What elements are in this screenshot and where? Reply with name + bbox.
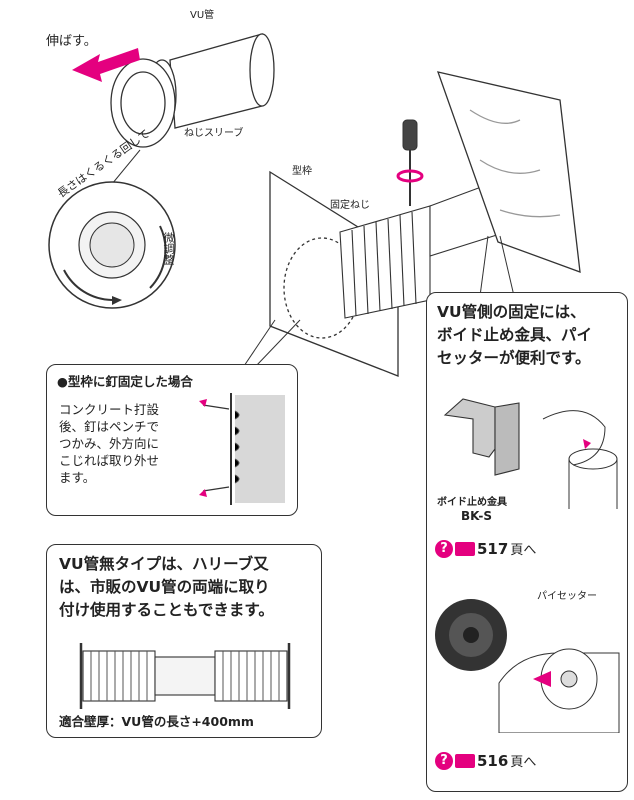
ref2-suffix: 頁へ xyxy=(510,755,537,770)
dial-text-right: 微調整 xyxy=(162,232,175,265)
nail-fix-text: コンクリート打設 後、釘はペンチで つかみ、外方向に こじれば取り外せ ます。 xyxy=(59,402,160,485)
wall-thickness-text: 適合壁厚：VU管の長さ+400mm xyxy=(59,714,254,729)
ref1-page: 517 xyxy=(477,539,509,558)
no-vu-heading: VU管無タイプは、ハリーブ又 は、市販のVU管の両端に取り 付け使用することもで… xyxy=(59,555,274,619)
help-icon: ? xyxy=(435,539,453,558)
fixing-tools-box: VU管側の固定には、 ボイド止め金具、パイ セッターが便利です。 ボイド止め金具… xyxy=(426,292,628,792)
fix-screw-label: 固定ねじ xyxy=(330,200,370,211)
formwork-label: 型枠 xyxy=(292,166,312,177)
screw-sleeve-label: ねじスリーブ xyxy=(184,128,244,139)
extend-label: 伸ばす。 xyxy=(46,34,97,49)
product1-code: BK-S xyxy=(461,509,493,523)
vu-pipe-illustration xyxy=(110,33,275,148)
void-bracket-illustration xyxy=(443,398,618,509)
vu-pipe-label: VU管 xyxy=(190,10,215,21)
product2-name: パイセッター xyxy=(537,591,597,602)
nail-fix-illustration xyxy=(199,393,285,505)
no-vu-box: VU管無タイプは、ハリーブ又 は、市販のVU管の両端に取り 付け使用することもで… xyxy=(46,544,322,738)
screwdriver-icon xyxy=(396,119,424,206)
fixing-tools-heading: VU管側の固定には、 ボイド止め金具、パイ セッターが便利です。 xyxy=(437,303,593,367)
nail-fix-heading: ●型枠に釘固定した場合 xyxy=(57,374,193,389)
ref1-suffix: 頁へ xyxy=(510,543,537,558)
ref2-page: 516 xyxy=(477,751,509,770)
double-sleeve-illustration xyxy=(79,643,291,709)
wood-panel-right xyxy=(436,71,581,273)
book-icon xyxy=(455,541,475,556)
book-icon xyxy=(455,753,475,768)
help-icon: ? xyxy=(435,751,453,770)
dial-illustration xyxy=(48,181,176,309)
ref-517[interactable]: ? 517 頁へ xyxy=(435,539,536,558)
product1-name: ボイド止め金具 xyxy=(437,497,507,508)
extend-arrow-icon xyxy=(72,48,140,82)
ref-516[interactable]: ? 516 頁へ xyxy=(435,751,536,770)
nail-fix-box: ●型枠に釘固定した場合 コンクリート打設 後、釘はペンチで つかみ、外方向に こ… xyxy=(46,364,298,516)
pisetter-illustration xyxy=(435,599,620,733)
